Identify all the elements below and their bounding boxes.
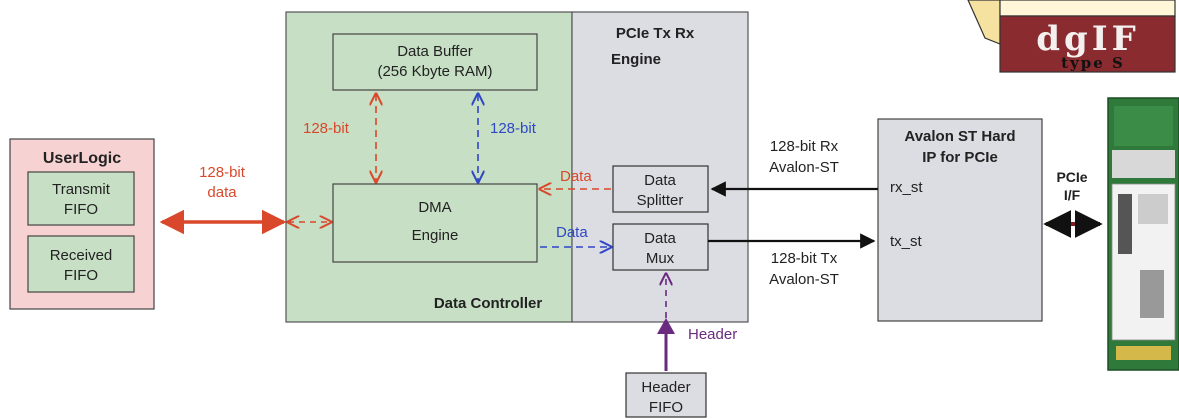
pcie-engine-title-2: Engine xyxy=(611,51,661,68)
dma-engine-label-2: Engine xyxy=(412,227,459,244)
userlogic-title: UserLogic xyxy=(43,150,121,167)
data-mux-label-1: Data xyxy=(644,230,676,247)
data-mux-label-2: Mux xyxy=(646,250,675,267)
transmit-fifo-label-1: Transmit xyxy=(52,181,111,198)
tx-bus-label-1: 128-bit Tx xyxy=(771,250,838,267)
received-fifo-box: Received FIFO xyxy=(27,235,135,293)
ssd-card-image xyxy=(1107,97,1179,371)
avalon-rx-label: rx_st xyxy=(890,179,923,196)
bus-128-label-2: data xyxy=(207,184,237,201)
logo-main: dgIF xyxy=(1036,19,1140,59)
data-splitter-label-1: Data xyxy=(644,172,676,189)
data-splitter-label-2: Splitter xyxy=(637,192,684,209)
data-buffer-box: Data Buffer (256 Kbyte RAM) xyxy=(332,33,538,91)
data-controller-title: Data Controller xyxy=(434,295,543,312)
rx-bus-label-1: 128-bit Rx xyxy=(770,138,839,155)
header-arrow-head xyxy=(657,318,675,334)
bit128-blue-label: 128-bit xyxy=(490,120,537,137)
avalon-title-2: IP for PCIe xyxy=(922,149,998,166)
avalon-title-1: Avalon ST Hard xyxy=(904,128,1015,145)
pcie-engine-title-1: PCIe Tx Rx xyxy=(616,25,695,42)
header-label: Header xyxy=(688,326,737,343)
received-fifo-label-1: Received xyxy=(50,247,113,264)
rx-bus-label-2: Avalon-ST xyxy=(769,159,839,176)
data-splitter-box: Data Splitter xyxy=(612,165,709,213)
transmit-fifo-box: Transmit FIFO xyxy=(27,171,135,226)
transmit-fifo-label-2: FIFO xyxy=(64,201,98,218)
header-fifo-label-2: FIFO xyxy=(649,399,683,416)
bus-128-label-1: 128-bit xyxy=(199,164,246,181)
data-red-label: Data xyxy=(560,168,592,185)
userlogic-block: UserLogic Transmit FIFO Received FIFO xyxy=(9,138,155,310)
avalon-tx-label: tx_st xyxy=(890,233,923,250)
header-fifo-box: Header FIFO xyxy=(625,372,707,418)
header-fifo-label-1: Header xyxy=(641,379,690,396)
bit128-red-label: 128-bit xyxy=(303,120,350,137)
pcie-if-label-2: I/F xyxy=(1064,187,1081,203)
received-fifo-label-2: FIFO xyxy=(64,267,98,284)
dma-engine-label-1: DMA xyxy=(418,199,451,216)
dgif-logo: dgIF type S xyxy=(967,0,1176,73)
logo-sub: type S xyxy=(1061,54,1125,72)
data-blue-label: Data xyxy=(556,224,588,241)
pcie-if-label-1: PCIe xyxy=(1056,169,1087,185)
data-buffer-label-1: Data Buffer xyxy=(397,43,473,60)
avalon-block: Avalon ST Hard IP for PCIe rx_st tx_st xyxy=(877,118,1043,322)
dma-engine-box: DMA Engine xyxy=(332,183,538,263)
data-buffer-label-2: (256 Kbyte RAM) xyxy=(377,63,492,80)
tx-bus-label-2: Avalon-ST xyxy=(769,271,839,288)
data-mux-box: Data Mux xyxy=(612,223,709,271)
